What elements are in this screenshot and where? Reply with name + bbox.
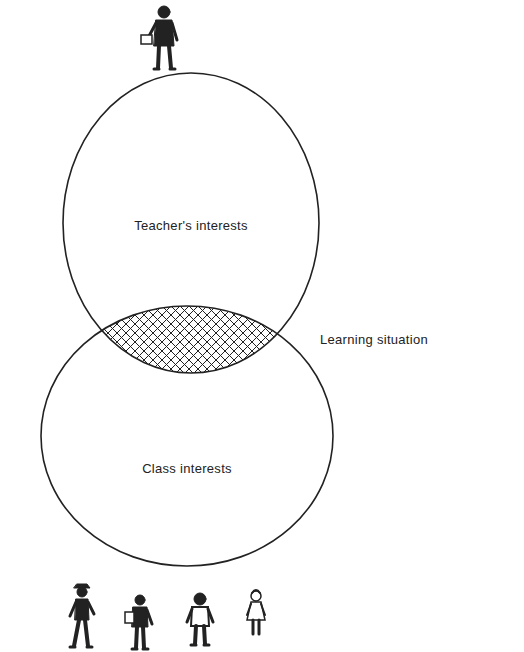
interest-circle: Teacher's interests — [62, 72, 320, 374]
circle-outline — [40, 305, 334, 567]
circle-label: Class interests — [142, 461, 232, 477]
student-figure — [247, 590, 265, 634]
region-label: Learning situation — [320, 332, 428, 348]
teacher-figure — [141, 6, 177, 69]
student-figure — [187, 593, 213, 645]
circle-outline — [63, 73, 319, 373]
student-figure — [70, 584, 94, 647]
overlap-hatch — [41, 306, 333, 566]
overlap-hatch — [41, 306, 333, 566]
student-figure — [125, 595, 152, 649]
interest-circle: Class interests — [40, 305, 334, 567]
circle-label: Teacher's interests — [134, 218, 248, 234]
circle-outline — [41, 306, 333, 566]
